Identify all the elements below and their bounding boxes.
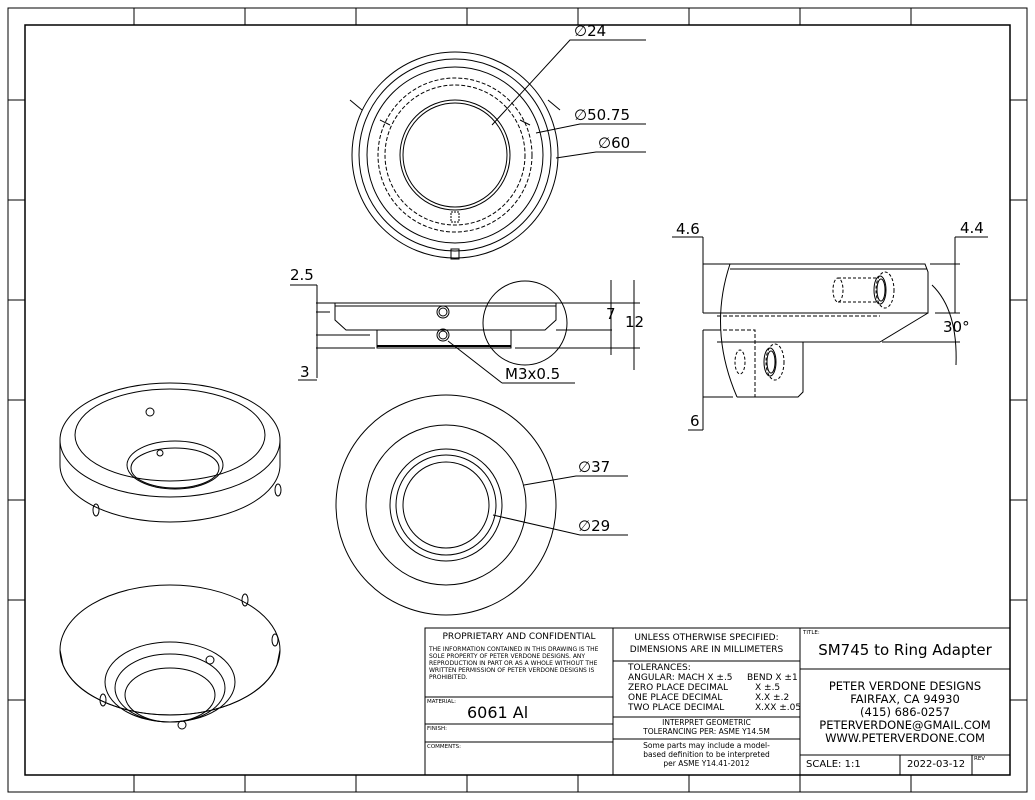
dim-thread-callout: M3x0.5 bbox=[505, 365, 561, 383]
dim-bottom-diameter-37: ∅37 bbox=[578, 460, 610, 475]
bottom-view bbox=[335, 394, 628, 616]
title-label: TITLE: bbox=[803, 630, 820, 636]
dim-detail-6: 6 bbox=[690, 412, 700, 430]
dim-value: 60 bbox=[611, 134, 631, 152]
dim-side-7: 7 bbox=[606, 305, 616, 323]
dim-side-12: 12 bbox=[625, 313, 645, 331]
dim-bottom-diameter-29: ∅29 bbox=[578, 519, 610, 534]
dim-detail-4-4: 4.4 bbox=[960, 219, 984, 237]
proprietary-text: THE INFORMATION CONTAINED IN THIS DRAWIN… bbox=[429, 646, 599, 681]
diameter-symbol: ∅ bbox=[578, 458, 592, 476]
diameter-symbol: ∅ bbox=[574, 106, 588, 124]
model-line3: per ASME Y14.41-2012 bbox=[663, 759, 750, 768]
dim-top-diameter-50-75: ∅50.75 bbox=[574, 108, 630, 123]
company-phone: (415) 686-0257 bbox=[860, 705, 950, 719]
company-city: FAIRFAX, CA 94930 bbox=[850, 692, 960, 706]
scale: SCALE: 1:1 bbox=[806, 759, 861, 770]
model-line2: based definition to be interpreted bbox=[643, 750, 770, 759]
diameter-symbol: ∅ bbox=[578, 517, 592, 535]
dim-top-diameter-60: ∅60 bbox=[598, 136, 630, 151]
title-block-lines bbox=[424, 627, 1011, 776]
isometric-view-bottom bbox=[59, 584, 281, 730]
material-value: 6061 Al bbox=[467, 703, 529, 722]
model-line1: Some parts may include a model- bbox=[643, 741, 770, 750]
finish-label: FINISH: bbox=[427, 726, 448, 732]
zone-ticks bbox=[8, 8, 1027, 792]
tolerance-label: ANGULAR: MACH X ±.5 bbox=[628, 673, 733, 683]
company-name: PETER VERDONE DESIGNS bbox=[828, 679, 982, 693]
drawing-date: 2022-03-12 bbox=[906, 759, 966, 770]
proprietary-heading: PROPRIETARY AND CONFIDENTIAL bbox=[442, 632, 596, 642]
drawing-title: SM745 to Ring Adapter bbox=[818, 641, 992, 659]
dim-value: 50.75 bbox=[587, 106, 631, 124]
top-view bbox=[349, 39, 646, 260]
tolerance-value: BEND X ±1 bbox=[747, 673, 798, 683]
dim-value: 29 bbox=[591, 517, 611, 535]
tolerance-label: ZERO PLACE DECIMAL bbox=[628, 683, 729, 693]
diameter-symbol: ∅ bbox=[574, 22, 588, 40]
comments-label: COMMENTS: bbox=[427, 744, 461, 750]
dimensions-units: DIMENSIONS ARE IN MILLIMETERS bbox=[629, 645, 784, 655]
dim-side-3: 3 bbox=[300, 363, 310, 381]
tolerance-label: ONE PLACE DECIMAL bbox=[628, 693, 723, 703]
dim-detail-4-6: 4.6 bbox=[676, 220, 700, 238]
tolerance-label: TWO PLACE DECIMAL bbox=[628, 703, 725, 713]
side-view bbox=[290, 280, 640, 384]
dim-value: 37 bbox=[591, 458, 611, 476]
tolerance-value: X.X ±.2 bbox=[755, 693, 790, 703]
tolerances-heading: TOLERANCES: bbox=[628, 663, 691, 673]
material-label: MATERIAL: bbox=[427, 699, 457, 705]
rev-label: REV bbox=[974, 756, 986, 762]
dim-value: 24 bbox=[587, 22, 607, 40]
geometric-line2: TOLERANCING PER: ASME Y14.5M bbox=[643, 727, 770, 736]
geometric-line1: INTERPRET GEOMETRIC bbox=[662, 718, 751, 727]
dim-side-2-5: 2.5 bbox=[290, 266, 314, 284]
company-website: WWW.PETERVERDONE.COM bbox=[825, 731, 985, 745]
diameter-symbol: ∅ bbox=[598, 134, 612, 152]
dim-detail-angle: 30° bbox=[943, 318, 970, 336]
dim-top-diameter-24: ∅24 bbox=[574, 24, 606, 39]
tolerance-value: X.XX ±.05 bbox=[755, 703, 802, 713]
tolerance-value: X ±.5 bbox=[755, 683, 781, 693]
company-email: PETERVERDONE@GMAIL.COM bbox=[819, 718, 991, 732]
detail-view bbox=[672, 236, 988, 431]
isometric-view-top bbox=[59, 382, 282, 523]
unless-specified: UNLESS OTHERWISE SPECIFIED: bbox=[634, 633, 779, 643]
